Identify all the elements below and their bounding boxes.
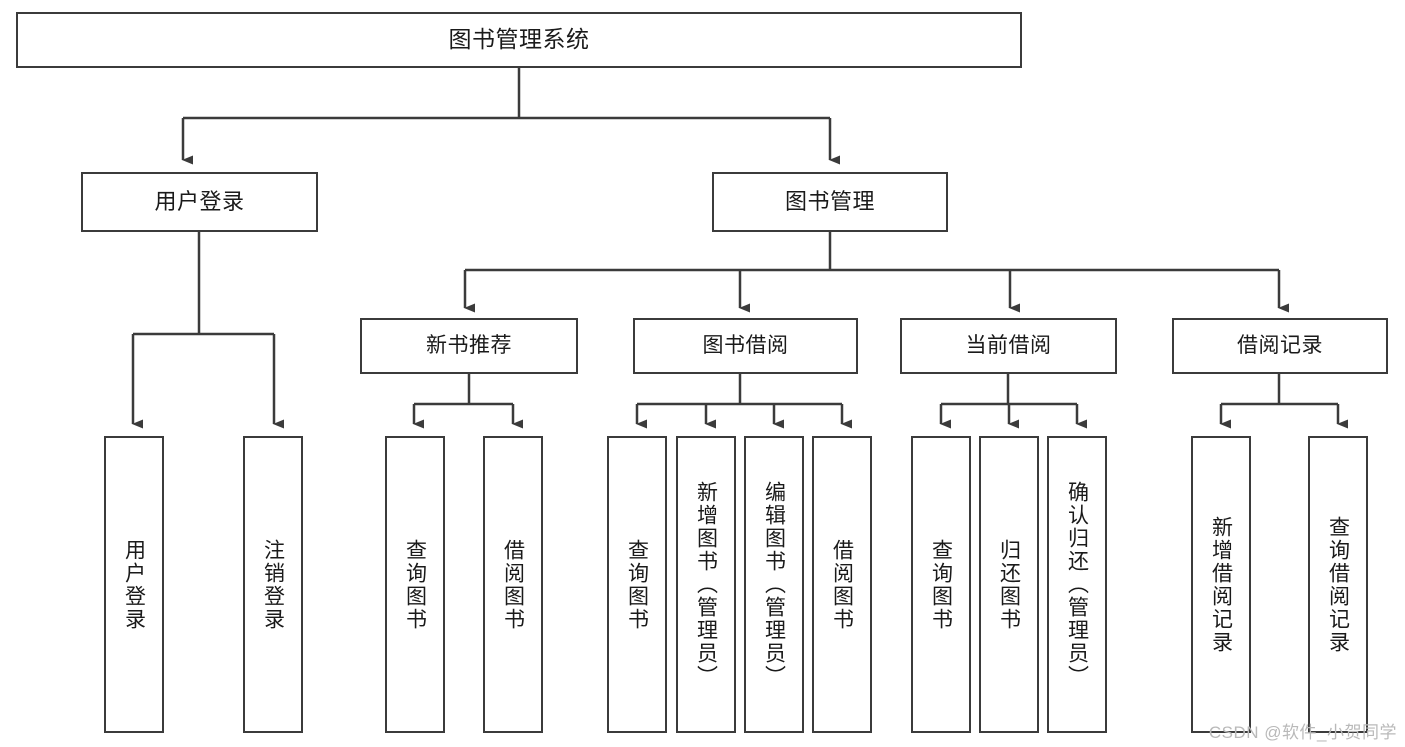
leaf-edit-book-admin-label: 编辑图书（管理员） (762, 481, 786, 688)
leaf-confirm-return-admin-label: 确认归还（管理员） (1065, 481, 1089, 688)
node-borrowing-records-label: 借阅记录 (1237, 333, 1323, 357)
node-book-borrowing-label: 图书借阅 (702, 333, 789, 357)
leaf-edit-book-admin[interactable]: 编辑图书（管理员） (744, 436, 804, 733)
node-book-management-label: 图书管理 (784, 188, 875, 214)
leaf-query-borrow-record[interactable]: 查询借阅记录 (1308, 436, 1368, 733)
leaf-confirm-return-admin[interactable]: 确认归还（管理员） (1047, 436, 1107, 733)
node-new-book-recommendation[interactable]: 新书推荐 (360, 318, 578, 374)
node-borrowing-records[interactable]: 借阅记录 (1172, 318, 1388, 374)
leaf-return-books[interactable]: 归还图书 (979, 436, 1039, 733)
leaf-query-books-borrowing-label: 查询图书 (625, 538, 649, 631)
leaf-add-borrow-record-label: 新增借阅记录 (1209, 515, 1233, 654)
node-new-book-recommendation-label: 新书推荐 (426, 333, 512, 357)
node-root-label: 图书管理系统 (448, 26, 590, 53)
leaf-query-books-recommendation-label: 查询图书 (403, 538, 427, 631)
leaf-query-books-current[interactable]: 查询图书 (911, 436, 971, 733)
node-book-management[interactable]: 图书管理 (712, 172, 948, 232)
leaf-query-borrow-record-label: 查询借阅记录 (1326, 515, 1350, 654)
leaf-user-login-label: 用户登录 (122, 538, 146, 631)
leaf-borrow-books-recommendation[interactable]: 借阅图书 (483, 436, 543, 733)
node-current-borrowing[interactable]: 当前借阅 (900, 318, 1117, 374)
leaf-query-books-recommendation[interactable]: 查询图书 (385, 436, 445, 733)
leaf-logout[interactable]: 注销登录 (243, 436, 303, 733)
node-user-login[interactable]: 用户登录 (81, 172, 318, 232)
leaf-borrow-books-borrowing-label: 借阅图书 (830, 538, 854, 631)
leaf-query-books-borrowing[interactable]: 查询图书 (607, 436, 667, 733)
node-user-login-label: 用户登录 (154, 188, 245, 214)
leaf-add-book-admin-label: 新增图书（管理员） (694, 481, 718, 688)
leaf-logout-label: 注销登录 (261, 538, 285, 631)
node-current-borrowing-label: 当前借阅 (965, 333, 1052, 357)
watermark-text: CSDN @软件_小贺同学 (1208, 723, 1397, 742)
leaf-borrow-books-borrowing[interactable]: 借阅图书 (812, 436, 872, 733)
leaf-add-borrow-record[interactable]: 新增借阅记录 (1191, 436, 1251, 733)
leaf-user-login[interactable]: 用户登录 (104, 436, 164, 733)
leaf-borrow-books-recommendation-label: 借阅图书 (501, 538, 525, 631)
node-book-borrowing[interactable]: 图书借阅 (633, 318, 858, 374)
leaf-return-books-label: 归还图书 (997, 538, 1021, 631)
leaf-query-books-current-label: 查询图书 (929, 538, 953, 631)
node-root[interactable]: 图书管理系统 (16, 12, 1022, 68)
leaf-add-book-admin[interactable]: 新增图书（管理员） (676, 436, 736, 733)
